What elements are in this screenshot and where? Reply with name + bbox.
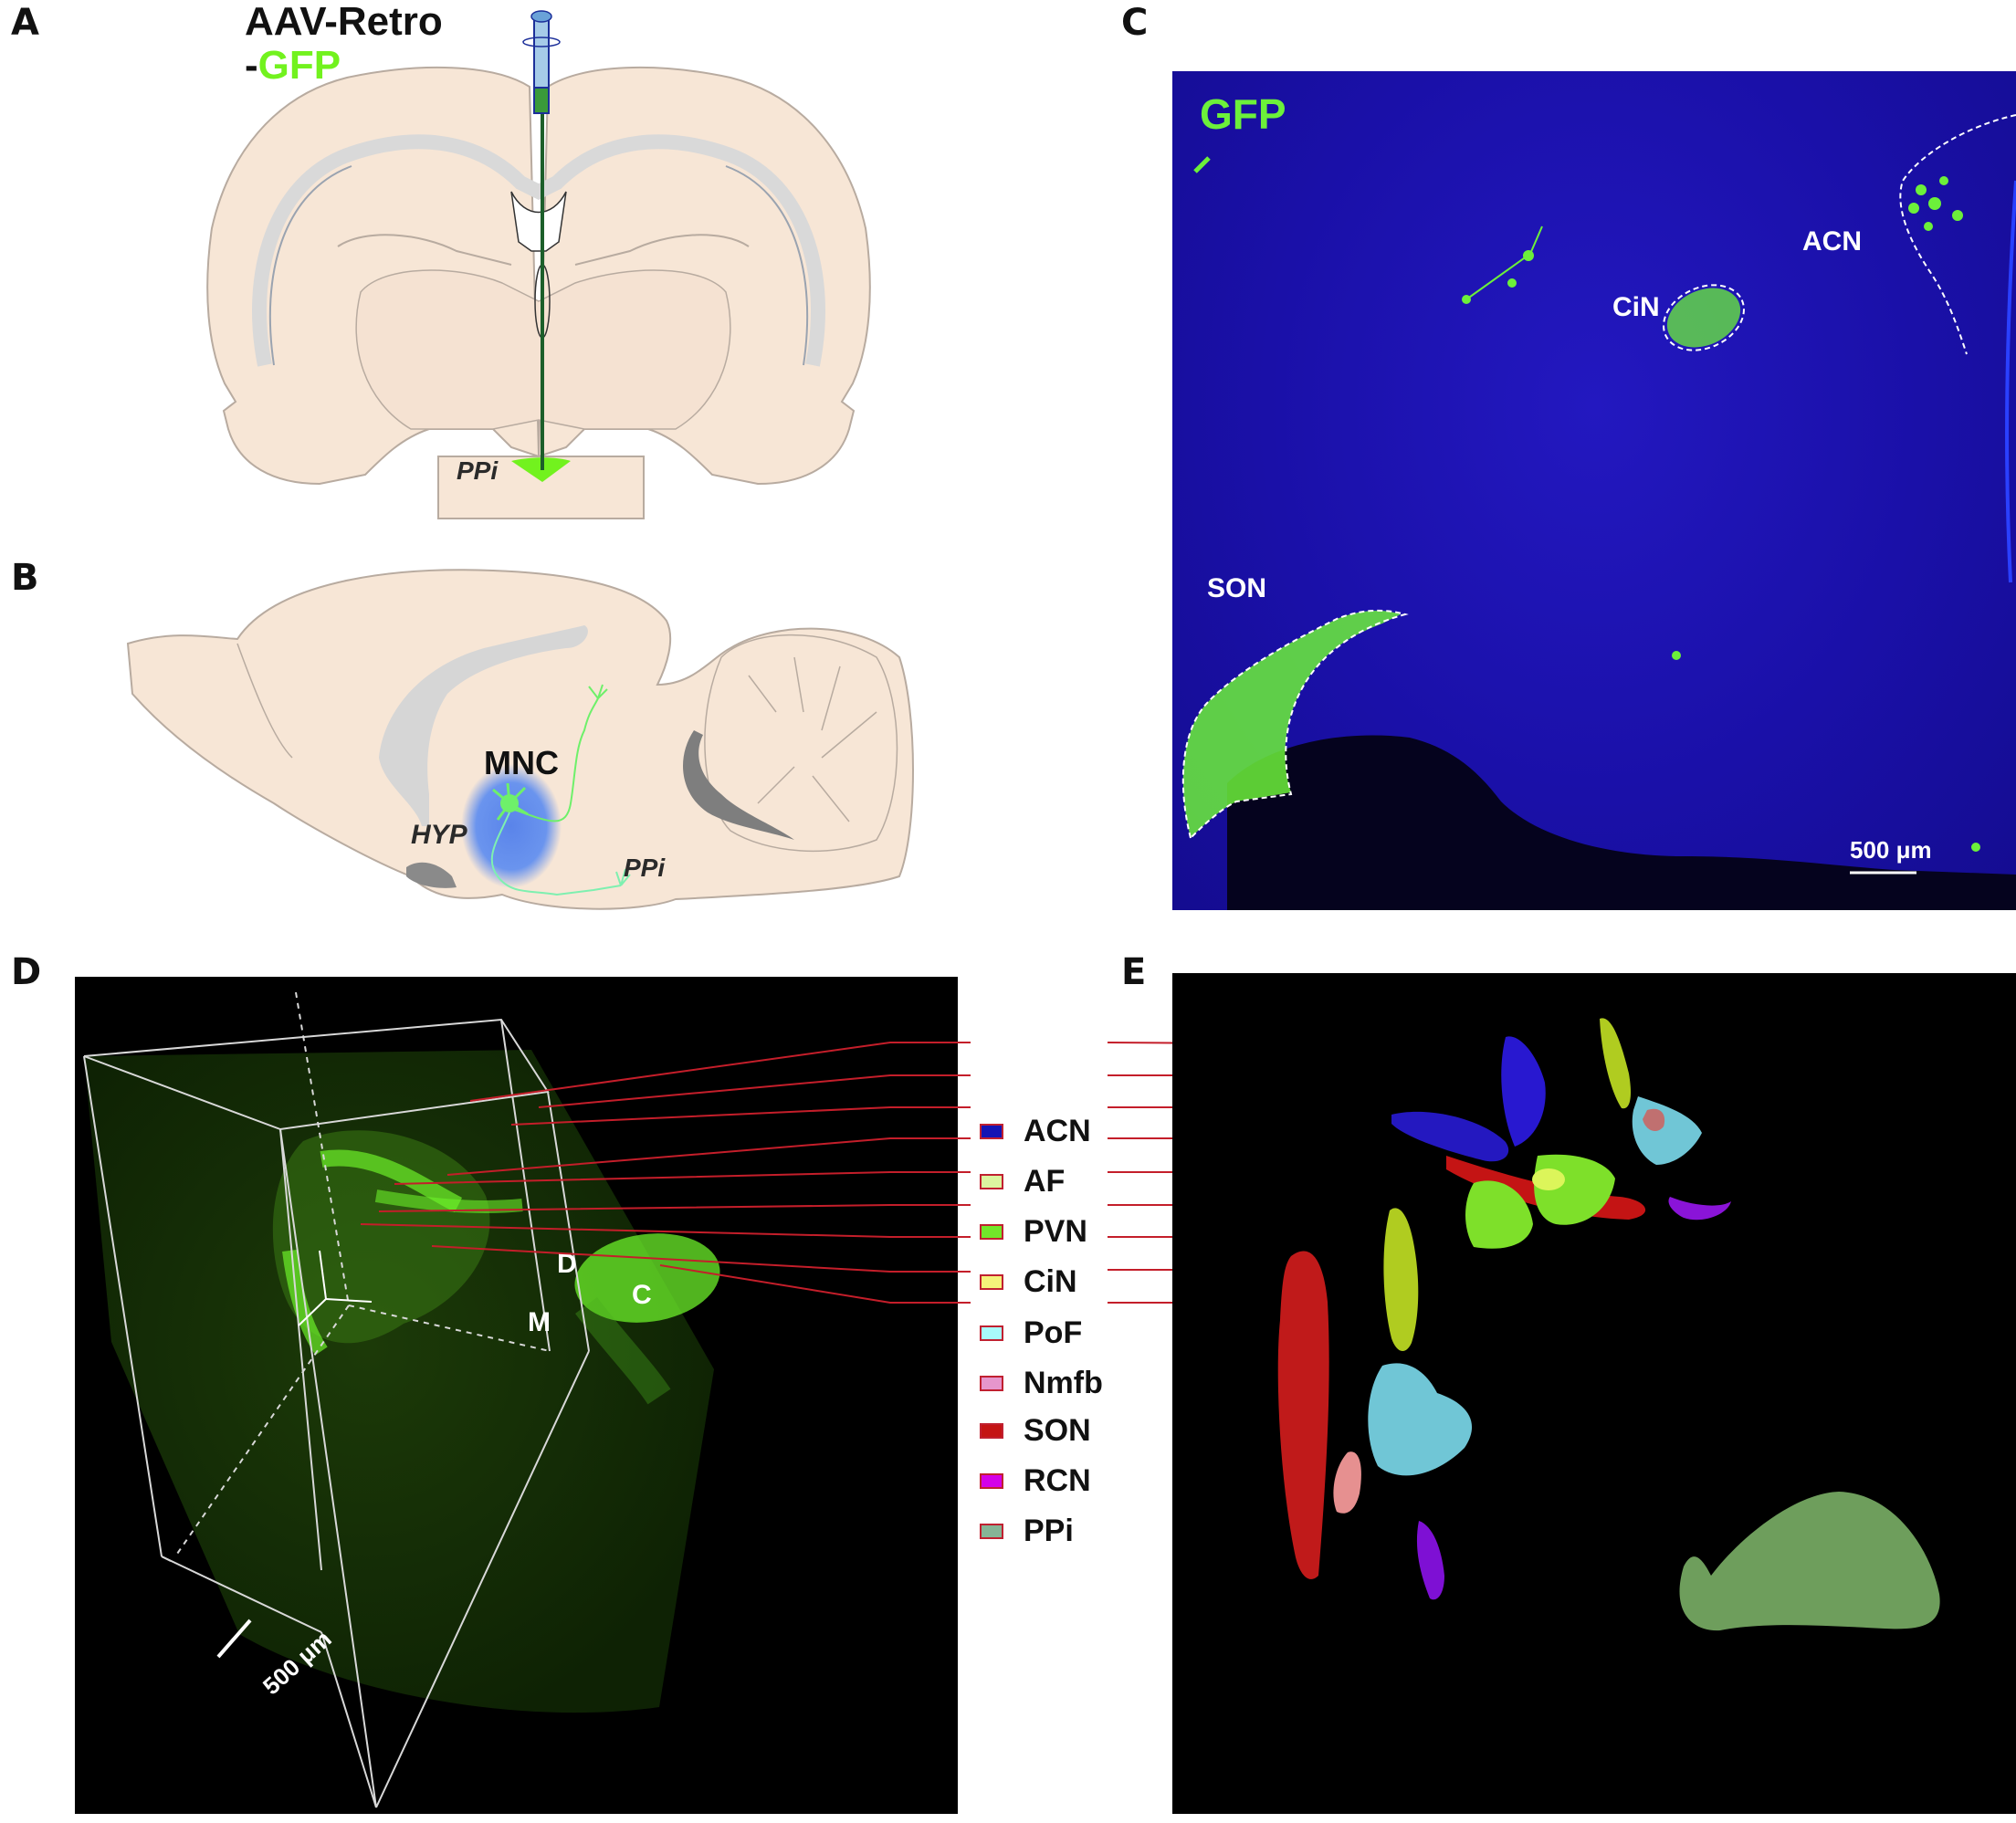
region-label-cin: CiN	[1612, 292, 1660, 322]
legend-item-af: AF	[980, 1163, 1065, 1200]
legend-label: PoF	[1024, 1315, 1083, 1350]
swatch-pof	[980, 1325, 1003, 1341]
swatch-nmfb	[980, 1375, 1003, 1391]
legend-label: RCN	[1024, 1462, 1091, 1498]
vector-gfp: GFP	[257, 43, 341, 88]
region-label-acn: ACN	[1802, 226, 1862, 257]
gfp-channel-label: GFP	[1200, 90, 1286, 138]
legend-item-son: SON	[980, 1412, 1091, 1449]
vector-dash: -	[245, 43, 258, 88]
mnc-label: MNC	[484, 744, 559, 781]
panel-label-e: E	[1121, 951, 1147, 993]
legend-label: AF	[1024, 1163, 1066, 1199]
3d-segmentation-render	[1172, 973, 2016, 1814]
legend-label: Nmfb	[1024, 1365, 1103, 1400]
axis-label-dorsal: D	[557, 1249, 577, 1279]
coronal-brain-diagram	[206, 10, 871, 519]
region-label-son: SON	[1207, 573, 1267, 603]
panel-label-a: A	[11, 2, 39, 44]
swatch-af	[980, 1173, 1003, 1189]
vector-name: AAV-Retro	[245, 0, 443, 44]
swatch-pvn	[980, 1223, 1003, 1240]
panel-label-c: C	[1121, 2, 1149, 44]
swatch-ppi	[980, 1523, 1003, 1539]
legend-item-cin: CiN	[980, 1263, 1077, 1300]
3d-volume-render: D C M 500 μm	[75, 977, 958, 1814]
swatch-rcn	[980, 1472, 1003, 1489]
legend-label: SON	[1024, 1412, 1091, 1448]
legend-label: PPi	[1024, 1513, 1074, 1548]
legend-item-pvn: PVN	[980, 1213, 1087, 1250]
volume-overlay	[83, 991, 720, 1808]
sagittal-brain-diagram	[126, 569, 914, 910]
legend-item-pof: PoF	[980, 1315, 1082, 1351]
legend-label: ACN	[1024, 1113, 1091, 1148]
legend-item-nmfb: Nmfb	[980, 1365, 1103, 1401]
legend-label: CiN	[1024, 1263, 1077, 1299]
axis-label-medial: M	[528, 1307, 551, 1337]
axis-label-caudal: C	[632, 1280, 652, 1310]
swatch-son	[980, 1422, 1003, 1439]
scale-bar-label-c: 500 μm	[1850, 836, 1932, 864]
ppi-label-b: PPi	[624, 854, 666, 882]
legend-item-rcn: RCN	[980, 1462, 1091, 1499]
vector-label: AAV-Retro -GFP	[245, 0, 443, 88]
panel-label-d: D	[11, 951, 42, 993]
segmentation-shapes	[1277, 1018, 1940, 1631]
legend-item-ppi: PPi	[980, 1513, 1074, 1549]
tissue-overlay	[1181, 114, 2016, 910]
fluorescence-image: GFP ACN CiN SON 500 μm	[1172, 71, 2016, 910]
legend-label: PVN	[1024, 1213, 1087, 1249]
hyp-label: HYP	[411, 820, 467, 850]
swatch-acn	[980, 1123, 1003, 1139]
ppi-label-a: PPi	[457, 456, 499, 485]
panel-label-b: B	[11, 557, 39, 599]
legend-item-acn: ACN	[980, 1113, 1091, 1149]
swatch-cin	[980, 1273, 1003, 1290]
